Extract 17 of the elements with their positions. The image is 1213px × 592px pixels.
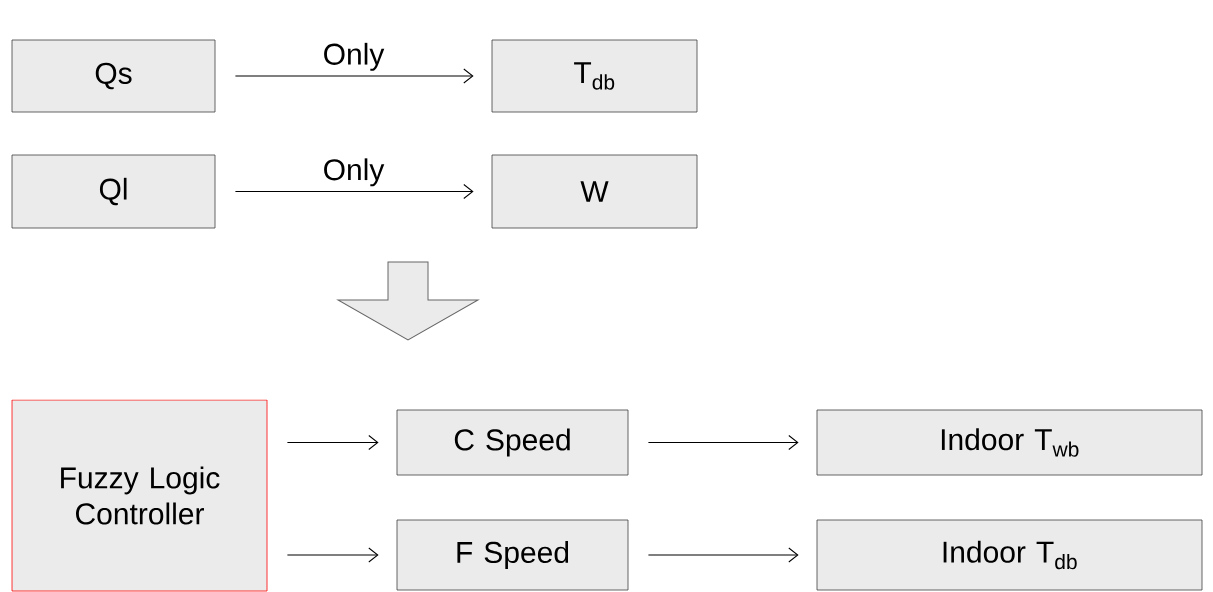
process-box: F Speed xyxy=(396,519,629,591)
arrow xyxy=(234,184,474,199)
arrow xyxy=(647,547,799,563)
arrow xyxy=(234,68,474,84)
process-box: W xyxy=(491,154,698,229)
process-box: Ql xyxy=(11,154,216,229)
process-box: Indoor T$_{db}$ xyxy=(816,519,1203,591)
edge-label: Only xyxy=(321,157,386,188)
arrow xyxy=(286,435,379,450)
arrow xyxy=(647,435,799,450)
edge-label: Only xyxy=(321,41,386,72)
process-box: Indoor T$_{wb}$ xyxy=(816,409,1203,476)
process-box: T$_{db}$ xyxy=(491,39,698,113)
arrow xyxy=(286,547,379,563)
process-box: C Speed xyxy=(396,409,629,476)
process-box: Qs xyxy=(11,39,216,113)
controller-box: Fuzzy Logic Controller xyxy=(11,399,268,592)
